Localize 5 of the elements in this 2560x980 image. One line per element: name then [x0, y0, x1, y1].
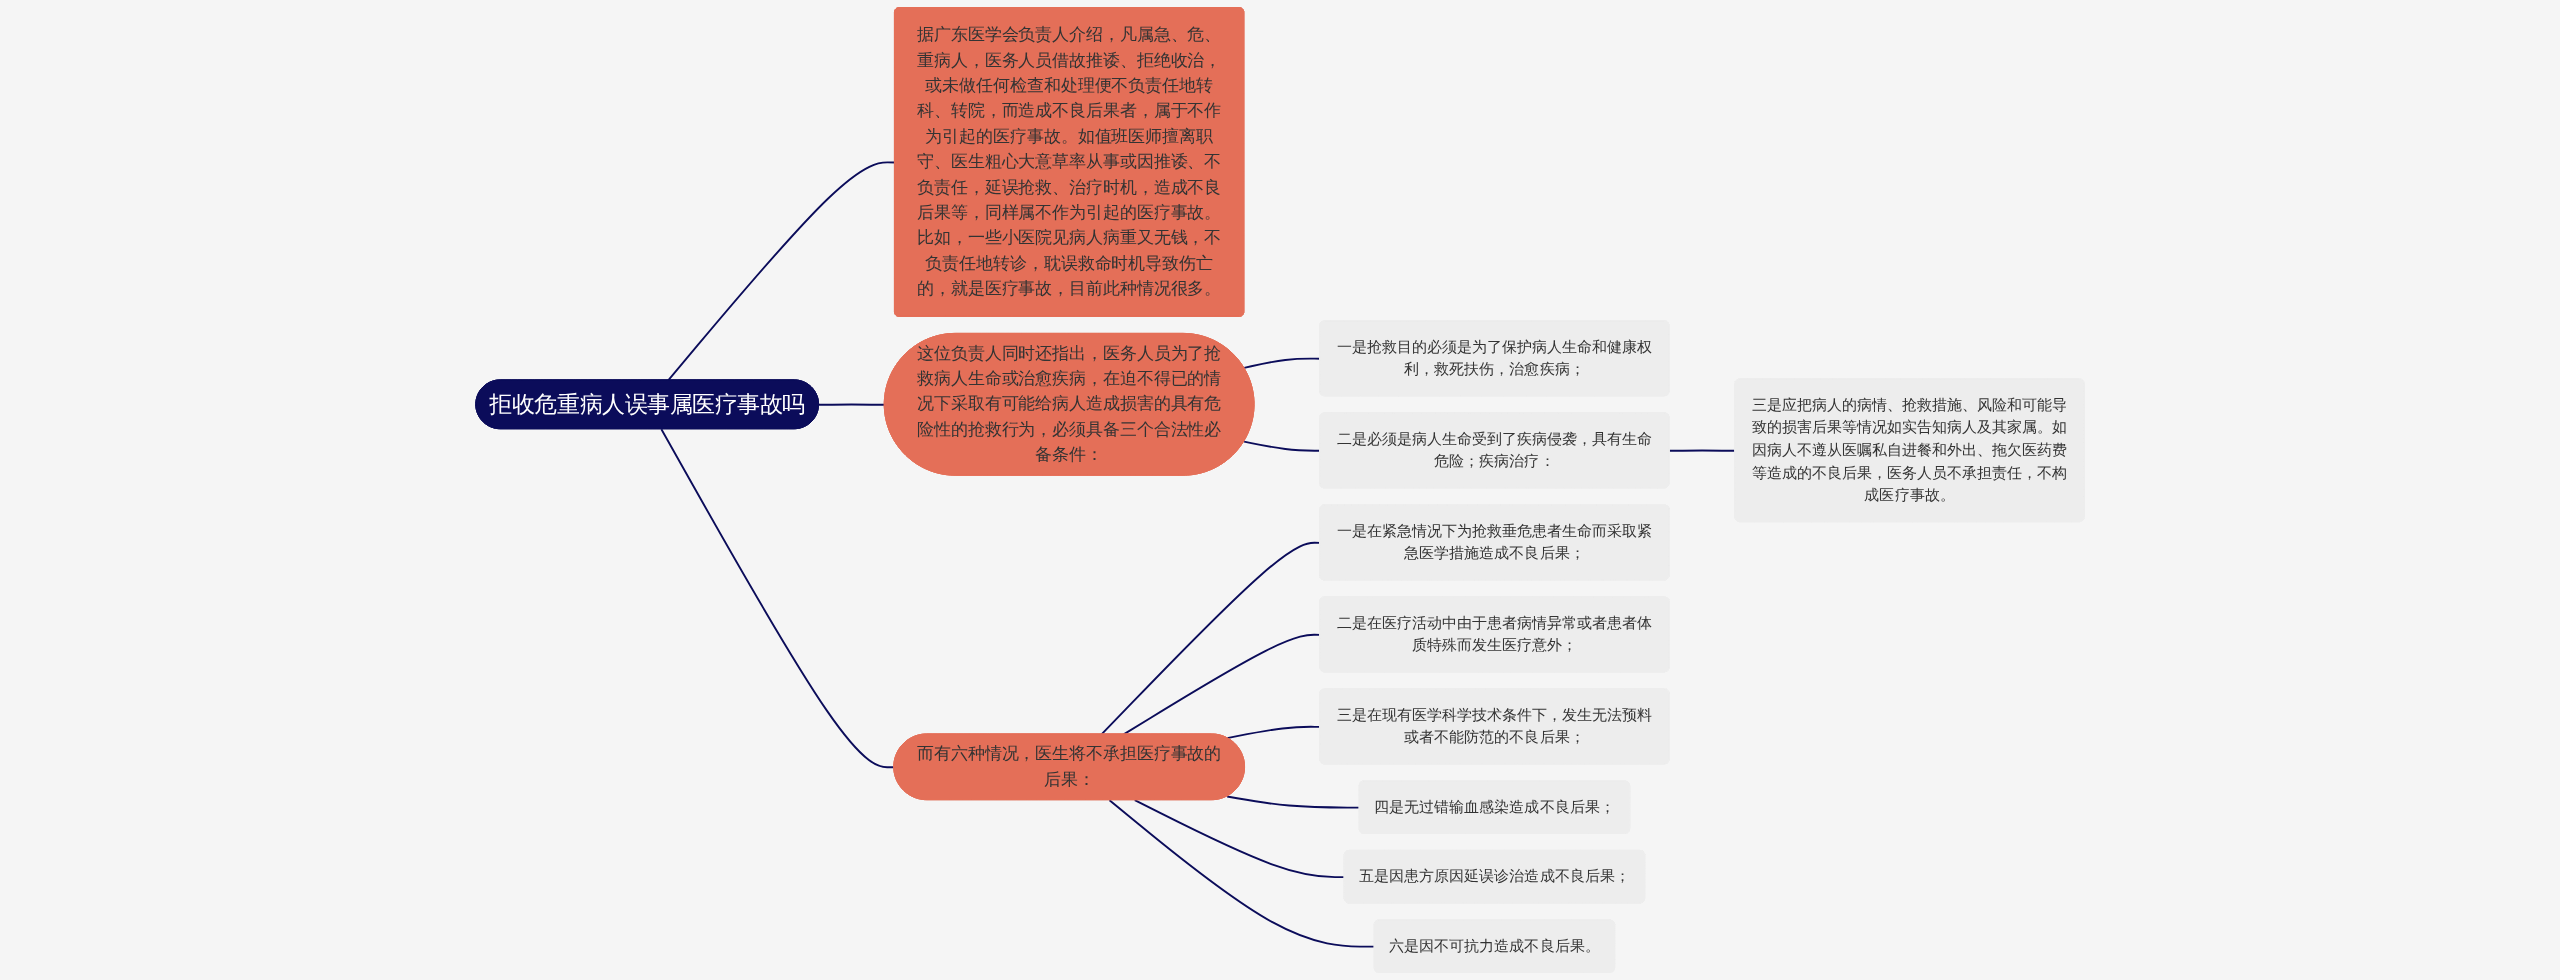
connector — [660, 428, 896, 769]
connector — [818, 403, 886, 406]
connector — [1226, 795, 1361, 809]
connector — [1133, 799, 1346, 879]
connector — [1108, 799, 1376, 948]
